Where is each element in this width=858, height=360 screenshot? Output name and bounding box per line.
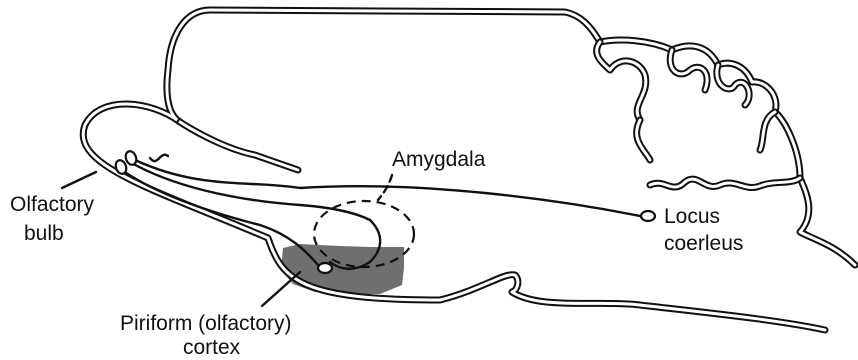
label-locus-coeruleus-line1: Locus [664,205,720,228]
olfactory-bulb-cells [114,150,138,176]
label-amygdala: Amygdala [392,148,486,171]
piriform-pointer [262,272,300,306]
piriform-cell [318,263,332,273]
label-locus-coeruleus-line2: coerleus [664,232,743,255]
cerebellum-folds [597,42,800,188]
label-olfactory-bulb-line2: bulb [24,222,64,245]
label-piriform-line2: cortex [183,336,241,359]
label-olfactory-bulb-line1: Olfactory [10,193,95,216]
cortex-inner-fold [180,122,298,170]
locus-coeruleus-cell [641,211,655,221]
label-piriform-line1: Piriform (olfactory) [120,312,292,335]
olfactory-bulb-pointer [62,172,96,188]
